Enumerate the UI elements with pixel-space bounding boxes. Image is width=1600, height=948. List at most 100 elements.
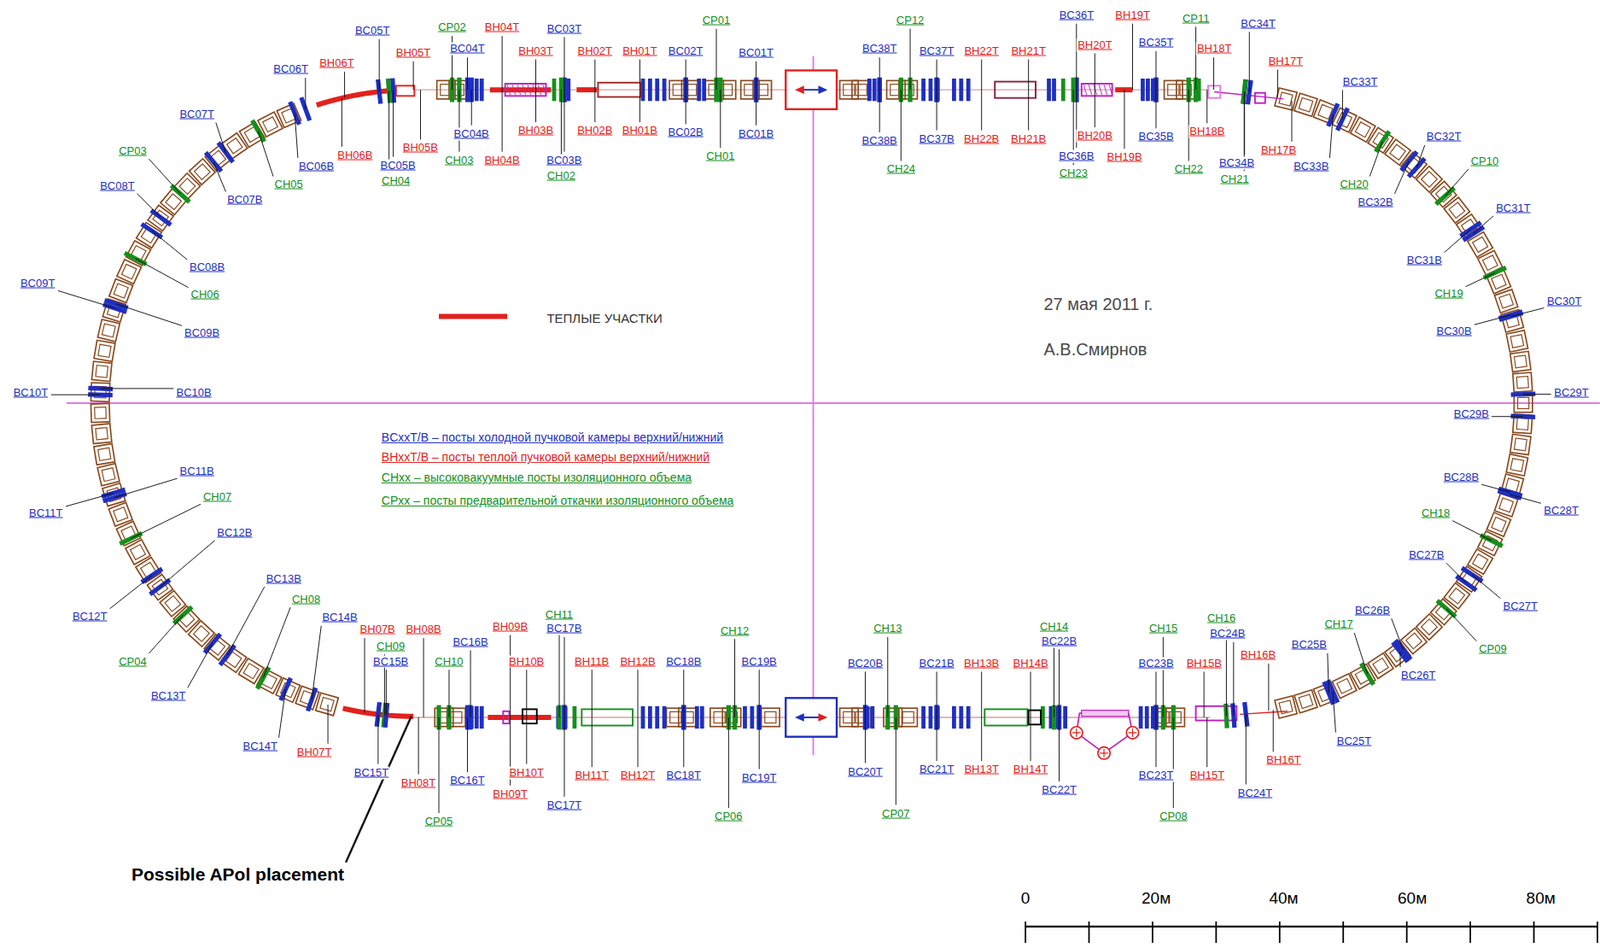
quadrupole	[1140, 78, 1145, 101]
leader-line	[1155, 717, 1157, 767]
post-label: BH15T	[1189, 769, 1226, 783]
leader-line	[377, 713, 379, 764]
callout-label: Possible APol placement	[130, 864, 345, 885]
legend-text: ТЕПЛЫЕ УЧАСТКИ	[545, 310, 663, 326]
post-label: BH06T	[318, 57, 355, 71]
hatch	[537, 84, 542, 95]
scale-tick	[1469, 921, 1472, 943]
dipole-magnet	[761, 707, 781, 727]
scale-tick	[1596, 921, 1599, 943]
post-label: BC22B	[1040, 634, 1078, 648]
magnet-outline	[97, 463, 120, 486]
post-label: CH06	[190, 288, 221, 302]
magnet-outline	[97, 319, 120, 342]
post-label: BH01T	[621, 44, 658, 58]
post-label: BH02B	[576, 124, 614, 138]
post-label: BC19T	[741, 770, 777, 784]
post-label: BC05B	[379, 158, 416, 172]
leader-line	[1232, 642, 1234, 716]
leader-line	[148, 614, 183, 654]
post-label: BH21B	[1010, 132, 1047, 146]
post-label: BC05T	[354, 23, 391, 37]
post-label: BC06B	[297, 159, 335, 173]
post-label: BC03B	[545, 153, 583, 167]
magnet-outline	[1294, 689, 1318, 713]
magnet-outline	[93, 339, 116, 362]
quadrupole	[474, 706, 479, 729]
beamline-device	[396, 85, 415, 96]
post-label: BH20T	[1076, 38, 1113, 52]
magnet-inner	[1389, 144, 1406, 160]
dipole-magnet	[108, 502, 133, 526]
magnet-inner	[101, 323, 116, 338]
leader-line	[1400, 651, 1402, 667]
magnet-inner	[94, 407, 107, 420]
leader-line	[1058, 717, 1060, 782]
post-label: BC09T	[19, 277, 56, 291]
scale-number: 20м	[1140, 888, 1172, 908]
magnet-inner	[320, 696, 334, 711]
magnet-outline	[1416, 613, 1443, 640]
post-label: BH04T	[484, 21, 520, 35]
legend-note: BHxxT/B – посты теплой пучковой камеры в…	[380, 449, 711, 464]
quadrupole	[872, 78, 877, 101]
leader-line	[1058, 648, 1060, 718]
dipole-magnet	[97, 319, 120, 342]
beamline-device	[522, 708, 538, 724]
magnet-inner	[764, 711, 777, 723]
post-label: BC33T	[1342, 75, 1379, 88]
chicane-cross	[1072, 728, 1081, 737]
leader-line	[1391, 618, 1404, 650]
leader-line	[1342, 89, 1344, 119]
post-label: BC16T	[449, 774, 485, 788]
leader-line	[759, 669, 760, 718]
leader-line	[716, 29, 718, 90]
leader-line	[311, 625, 322, 700]
chicane-bar	[1081, 710, 1129, 717]
post-label: CP08	[1158, 810, 1189, 824]
post-label: CP12	[895, 13, 926, 27]
post-label: CH04	[380, 174, 411, 187]
quadrupole	[921, 706, 926, 729]
leader-line	[895, 717, 897, 805]
leader-line	[981, 89, 982, 130]
magnet-inner	[1298, 694, 1314, 709]
magnet-outline	[722, 707, 742, 727]
leader-line	[563, 89, 565, 152]
post-label: BC04B	[453, 127, 491, 141]
leader-line	[887, 636, 888, 718]
leader-line	[159, 540, 215, 588]
scale-number: 80м	[1525, 888, 1557, 908]
leader-line	[594, 89, 596, 123]
quadrupole	[966, 706, 971, 729]
isolation-post	[572, 706, 578, 729]
post-label: BH09T	[491, 787, 528, 800]
leader-line	[879, 89, 881, 133]
post-label: BC07T	[178, 107, 215, 121]
quadrupole	[566, 78, 571, 101]
post-label: CH12	[719, 624, 750, 637]
magnet-inner	[113, 283, 129, 298]
leader-line	[1491, 415, 1524, 417]
quadrupole	[1062, 706, 1068, 729]
post-label: CH08	[291, 592, 322, 606]
magnet-outline	[1294, 93, 1318, 117]
leader-line	[936, 59, 938, 91]
magnet-inner	[1510, 458, 1524, 472]
magnet-inner	[670, 711, 682, 723]
hatch	[1103, 84, 1108, 95]
magnet-inner	[95, 427, 108, 440]
post-label: CH07	[202, 490, 233, 504]
leader-line	[559, 622, 561, 718]
scale-number: 0	[1020, 888, 1032, 908]
scale-tick	[1024, 921, 1027, 943]
dipole-magnet	[1176, 80, 1196, 100]
leader-line	[910, 29, 911, 90]
author-text: А.В.Смирнов	[1042, 338, 1148, 359]
quadrupole	[648, 78, 653, 101]
beamline-device	[1196, 706, 1238, 721]
post-label: BC31T	[1494, 201, 1531, 215]
leader-line	[728, 717, 730, 808]
leader-line	[1245, 713, 1247, 784]
magnet-inner	[1510, 334, 1524, 348]
